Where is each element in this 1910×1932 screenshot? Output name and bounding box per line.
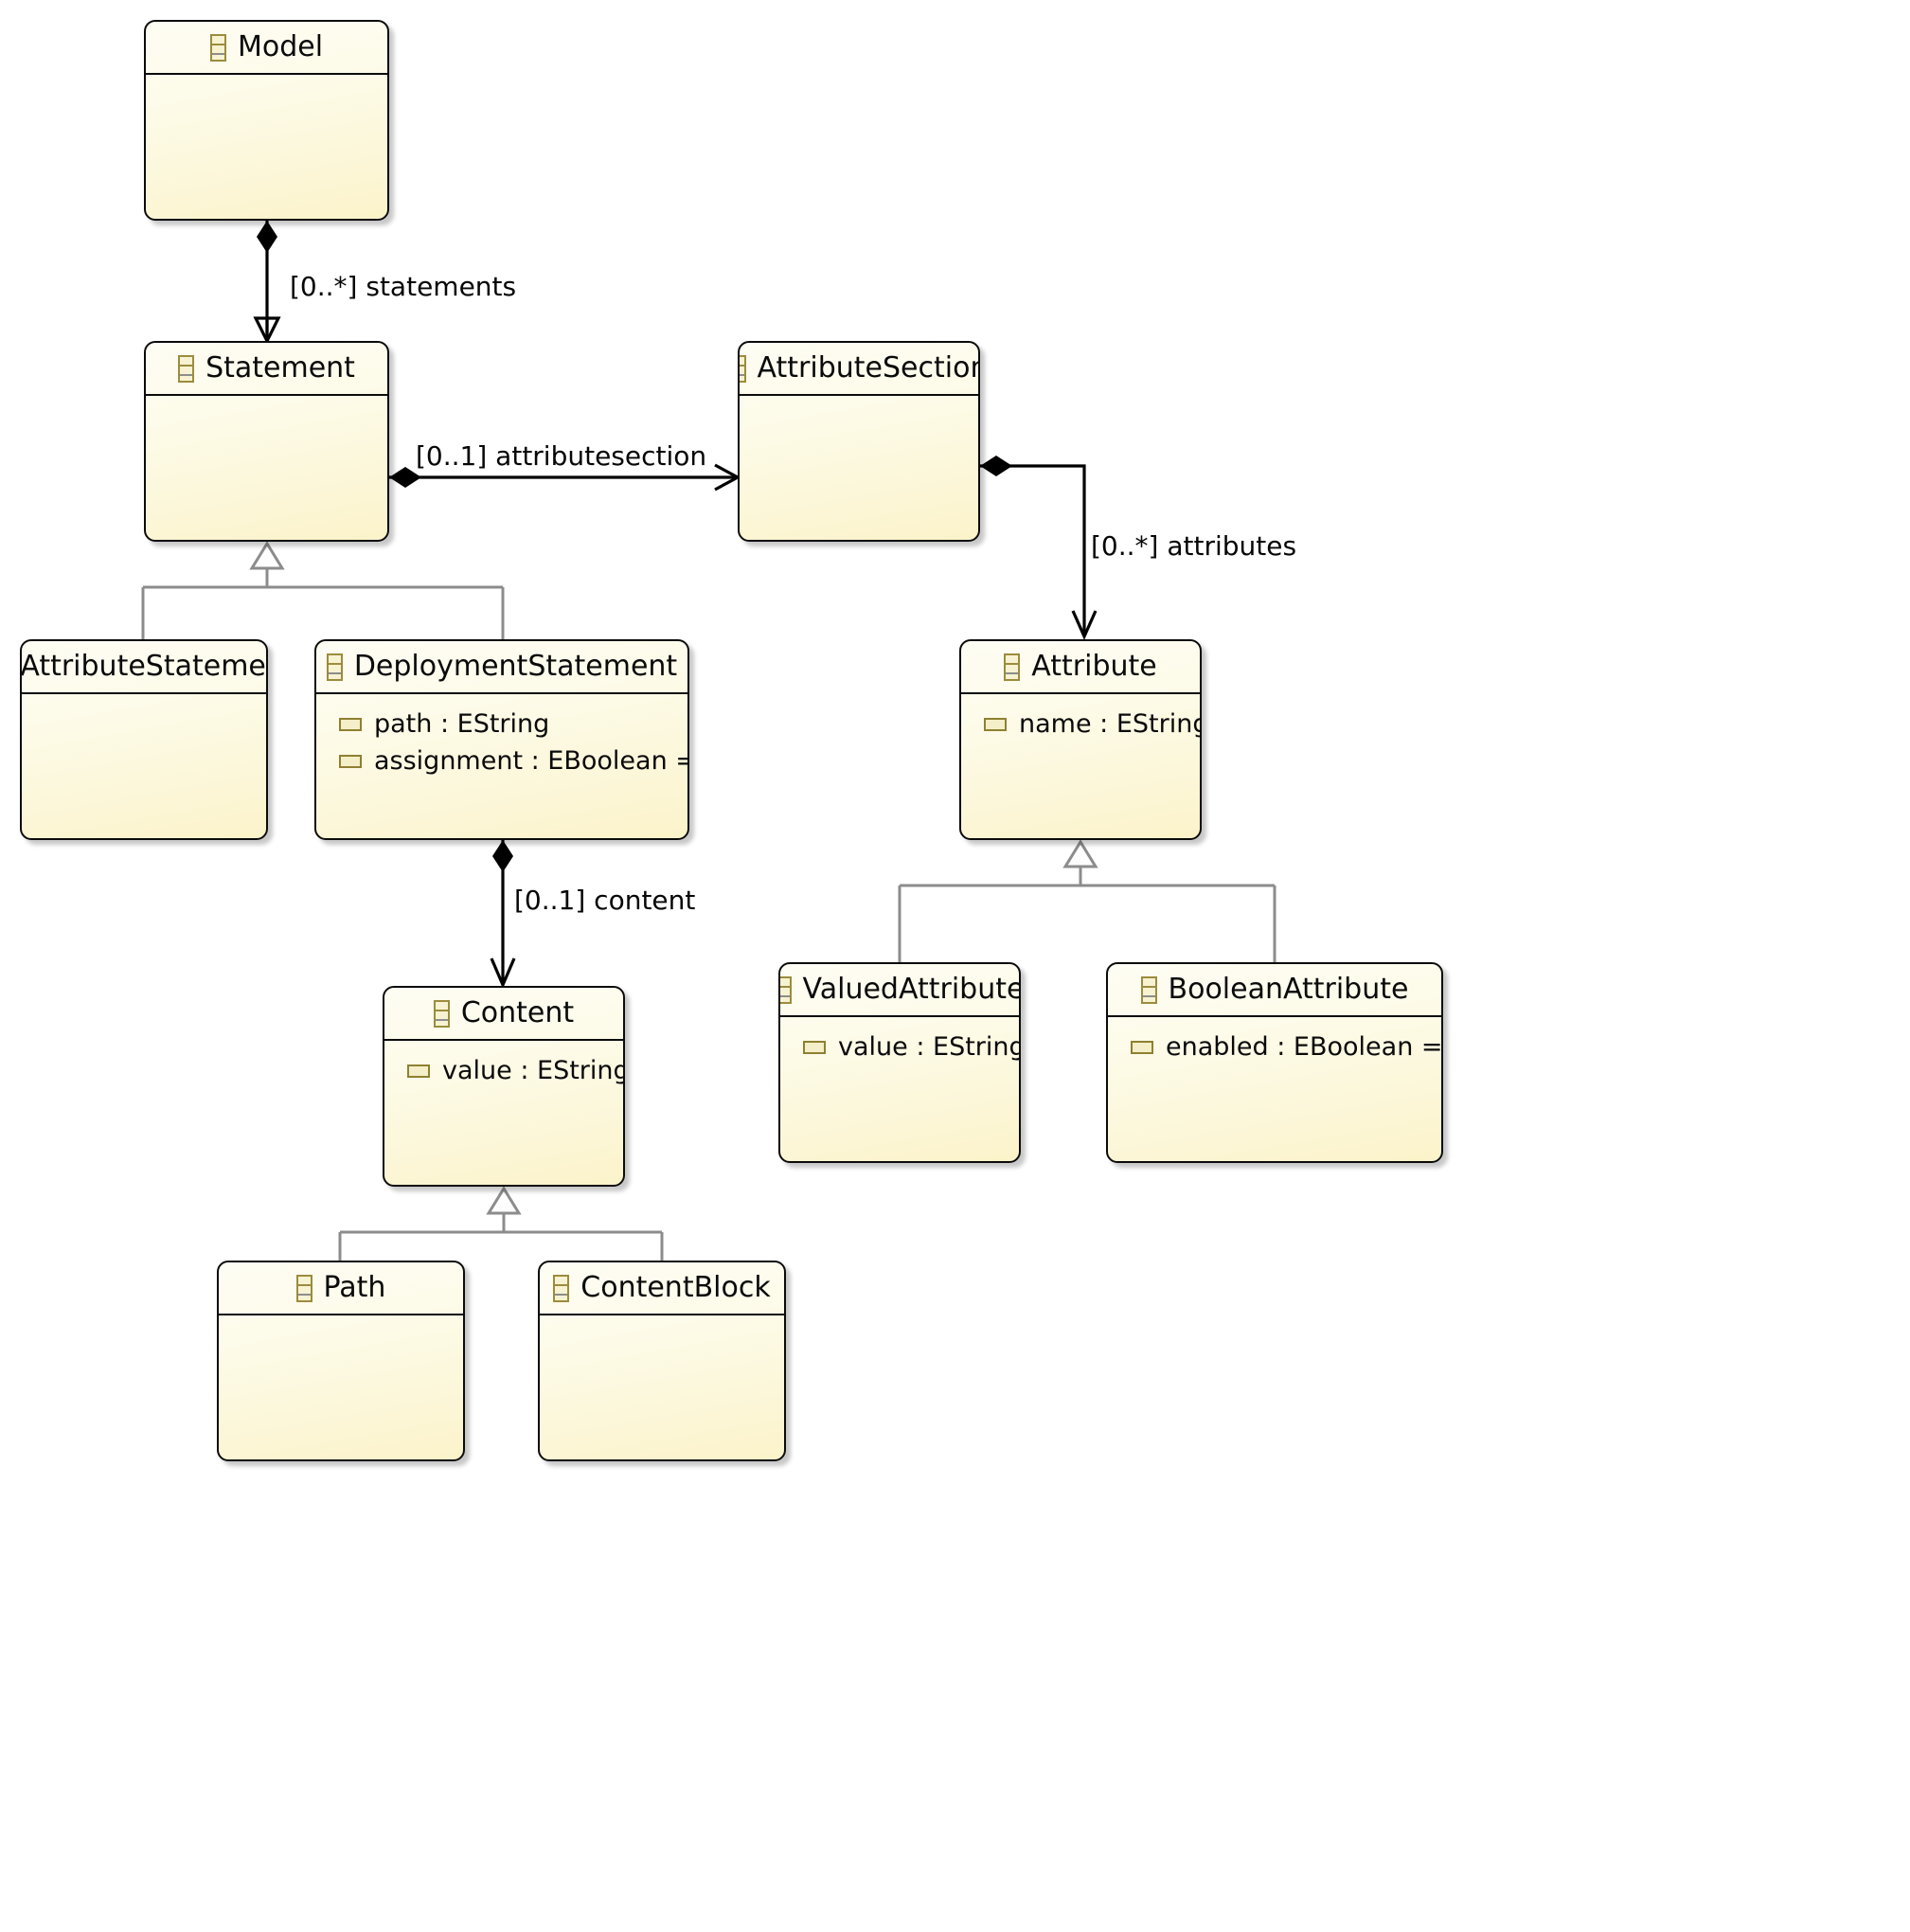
class-attributes-attribute: name : EString (961, 694, 1200, 742)
attribute-row: value : EString (384, 1052, 623, 1089)
attribute-label: name : EString (1019, 709, 1202, 739)
class-icon (295, 1274, 312, 1302)
attribute-icon (803, 1040, 826, 1054)
class-name-content: Content (460, 996, 575, 1029)
class-name-booleanattribute: BooleanAttribute (1168, 973, 1409, 1006)
class-icon (433, 999, 450, 1028)
class-attributes-attributesection (740, 396, 978, 407)
class-header-model: Model (146, 22, 387, 75)
class-name-attributesection: AttributeSection (757, 351, 980, 385)
class-box-attributesection[interactable]: AttributeSection (738, 341, 980, 542)
class-header-booleanattribute: BooleanAttribute (1108, 964, 1441, 1017)
class-name-attributestatement: AttributeStatement (20, 650, 268, 683)
class-header-path: Path (219, 1262, 463, 1315)
attribute-row: enabled : EBoolean = false (1108, 1029, 1441, 1065)
edge-generalization-content (338, 1186, 664, 1261)
class-name-path: Path (323, 1271, 386, 1304)
class-icon (209, 33, 226, 62)
class-header-attributesection: AttributeSection (740, 343, 978, 396)
attribute-row: value : EString (780, 1029, 1019, 1065)
edge-attributesection-attributes (980, 456, 1098, 640)
edge-deploymentstatement-content (490, 840, 516, 990)
class-name-attribute: Attribute (1031, 650, 1157, 683)
class-name-contentblock: ContentBlock (580, 1271, 771, 1304)
class-icon (326, 653, 343, 681)
class-name-deploymentstatement: DeploymentStatement (353, 650, 678, 683)
attribute-icon (1131, 1040, 1153, 1054)
class-attributes-contentblock (540, 1315, 784, 1327)
attribute-icon (984, 717, 1007, 731)
class-header-statement: Statement (146, 343, 387, 396)
edge-label-statements: [0..*] statements (290, 271, 517, 302)
attribute-label: value : EString (442, 1056, 625, 1085)
class-header-contentblock: ContentBlock (540, 1262, 784, 1315)
class-attributes-statement (146, 396, 387, 407)
attribute-row: name : EString (961, 706, 1200, 742)
class-box-attributestatement[interactable]: AttributeStatement (20, 639, 268, 840)
edge-label-content: [0..1] content (514, 885, 696, 916)
class-header-deploymentstatement: DeploymentStatement (316, 641, 687, 694)
class-attributes-deploymentstatement: path : EString assignment : EBoolean = f… (316, 694, 687, 779)
class-attributes-booleanattribute: enabled : EBoolean = false (1108, 1017, 1441, 1065)
class-box-statement[interactable]: Statement (144, 341, 389, 542)
edge-label-attributes: [0..*] attributes (1091, 530, 1297, 562)
attribute-icon (407, 1064, 430, 1078)
class-icon (780, 975, 792, 1004)
class-header-attribute: Attribute (961, 641, 1200, 694)
class-box-attribute[interactable]: Attribute name : EString (959, 639, 1202, 840)
class-name-valuedattribute: ValuedAttribute (802, 973, 1021, 1006)
class-attributes-valuedattribute: value : EString (780, 1017, 1019, 1065)
class-icon (1140, 975, 1157, 1004)
class-box-content[interactable]: Content value : EString (383, 986, 625, 1187)
class-header-attributestatement: AttributeStatement (22, 641, 266, 694)
attribute-label: assignment : EBoolean = false (374, 746, 687, 776)
attribute-row: assignment : EBoolean = false (316, 742, 687, 779)
class-name-model: Model (237, 30, 324, 63)
attribute-icon (339, 754, 362, 768)
class-name-statement: Statement (205, 351, 355, 385)
edge-generalization-attribute (898, 839, 1276, 962)
edge-generalization-statement (141, 541, 505, 639)
class-box-booleanattribute[interactable]: BooleanAttribute enabled : EBoolean = fa… (1106, 962, 1443, 1163)
class-header-valuedattribute: ValuedAttribute (780, 964, 1019, 1017)
class-box-path[interactable]: Path (217, 1261, 465, 1461)
attribute-icon (339, 717, 362, 731)
class-attributes-content: value : EString (384, 1041, 623, 1089)
class-box-deploymentstatement[interactable]: DeploymentStatement path : EString assig… (314, 639, 689, 840)
class-header-content: Content (384, 988, 623, 1041)
class-box-model[interactable]: Model (144, 20, 389, 221)
edge-model-statements (253, 221, 281, 345)
attribute-row: path : EString (316, 706, 687, 742)
attribute-label: value : EString (838, 1032, 1021, 1062)
edge-label-attributesection: [0..1] attributesection (416, 440, 707, 472)
class-box-valuedattribute[interactable]: ValuedAttribute value : EString (778, 962, 1021, 1163)
class-attributes-model (146, 75, 387, 86)
class-icon (740, 354, 746, 383)
class-attributes-path (219, 1315, 463, 1327)
class-icon (178, 354, 195, 383)
class-icon (1004, 653, 1021, 681)
class-attributes-attributestatement (22, 694, 266, 706)
attribute-label: path : EString (374, 709, 550, 739)
class-icon (553, 1274, 570, 1302)
class-box-contentblock[interactable]: ContentBlock (538, 1261, 786, 1461)
attribute-label: enabled : EBoolean = false (1166, 1032, 1443, 1062)
